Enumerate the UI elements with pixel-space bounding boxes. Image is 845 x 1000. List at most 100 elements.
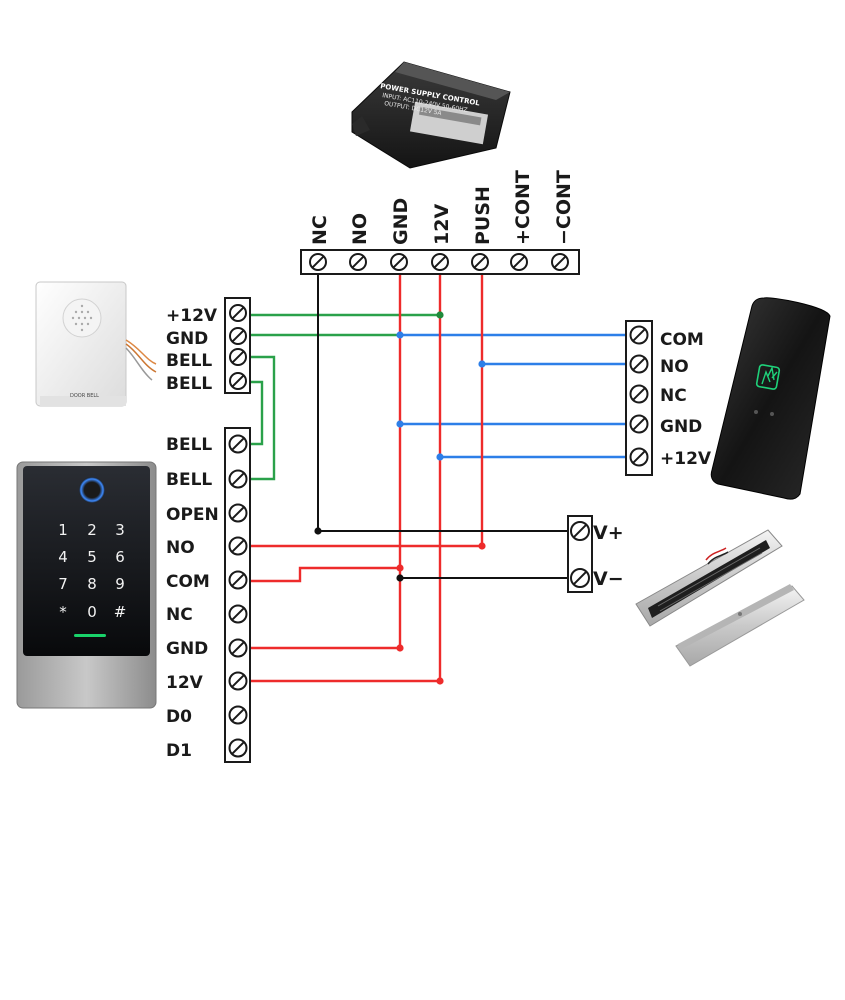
exit-label-no: NO — [660, 357, 689, 377]
wire-psu-nc-to-lock — [317, 272, 568, 532]
screw-terminal-icon — [431, 253, 449, 271]
bell-label-bell-1: BELL — [166, 351, 212, 371]
screw-terminal-icon — [229, 327, 247, 345]
screw-terminal-icon — [471, 253, 489, 271]
kp-label-open: OPEN — [166, 505, 219, 525]
screw-terminal-icon — [228, 671, 248, 691]
psu-terminal-labels: NC NO GND 12V PUSH +CONT −CONT — [309, 170, 575, 245]
screw-terminal-icon — [629, 354, 649, 374]
screw-terminal-icon — [570, 568, 590, 588]
speaker-grille-icon — [62, 298, 102, 338]
node-blue — [436, 453, 444, 461]
keypad-terminal-labels: BELL BELL OPEN NO COM NC GND 12V D0 D1 — [166, 435, 219, 761]
keypad-key: 2 — [87, 521, 97, 539]
kp-label-bell-1: BELL — [166, 435, 212, 455]
doorbell-device: DOOR BELL — [35, 281, 157, 407]
exit-button-device — [710, 297, 831, 500]
node-blue — [478, 360, 486, 368]
psu-label-nc: NC — [309, 215, 331, 245]
node-black — [314, 527, 322, 535]
junction-nodes — [314, 311, 486, 685]
screw-terminal-icon — [228, 638, 248, 658]
screw-terminal-icon — [629, 384, 649, 404]
screw-terminal-icon — [228, 738, 248, 758]
keypad-key: 9 — [115, 575, 125, 593]
psu-terminal-block — [409, 101, 489, 145]
keypad-key: 8 — [87, 575, 97, 593]
screw-terminal-icon — [229, 348, 247, 366]
kp-label-com: COM — [166, 572, 210, 592]
fingerprint-sensor-icon — [79, 477, 105, 503]
screw-terminal-icon — [228, 705, 248, 725]
keypad-key: # — [114, 603, 127, 621]
kp-label-12v: 12V — [166, 673, 204, 693]
screw-terminal-icon — [349, 253, 367, 271]
psu-label-gnd: GND — [390, 198, 412, 245]
screw-terminal-icon — [228, 503, 248, 523]
kp-label-d0: D0 — [166, 707, 192, 727]
exit-label-12v: +12V — [660, 449, 712, 469]
psu-label-12v: 12V — [431, 204, 453, 245]
exit-label-gnd: GND — [660, 417, 702, 437]
screw-terminal-icon — [229, 372, 247, 390]
keypad-key: 0 — [87, 603, 97, 621]
keypad-key: 1 — [58, 521, 68, 539]
lock-label-vminus: V− — [593, 568, 624, 590]
exit-label-com: COM — [660, 330, 704, 350]
keypad-key: * — [59, 603, 67, 621]
kp-label-nc: NC — [166, 605, 193, 625]
node-red — [436, 677, 444, 685]
keypad-led-icon — [74, 634, 106, 637]
screw-terminal-icon — [510, 253, 528, 271]
wires — [250, 272, 626, 683]
terminal-screws — [228, 253, 649, 758]
node-blue — [396, 331, 404, 339]
bell-label-bell-2: BELL — [166, 374, 212, 394]
maglock-terminal-labels: V+ V− — [593, 522, 624, 590]
exit-button-terminal-labels: COM NO NC GND +12V — [660, 330, 712, 469]
psu-label-plus-cont: +CONT — [512, 170, 534, 245]
screw-terminal-icon — [229, 304, 247, 322]
screw-terminal-icon — [629, 325, 649, 345]
wire-bell-loop-2 — [250, 380, 264, 446]
keypad-key: 3 — [115, 521, 125, 539]
node-red — [478, 542, 486, 550]
maglock-device — [635, 529, 805, 667]
node-blue — [396, 420, 404, 428]
psu-label-no: NO — [349, 213, 371, 245]
screw-terminal-icon — [570, 521, 590, 541]
screw-terminal-icon — [309, 253, 327, 271]
screw-terminal-icon — [551, 253, 569, 271]
hand-icon — [755, 364, 781, 390]
wire-kp-com — [250, 566, 400, 583]
doorbell-brand-text: DOOR BELL — [70, 393, 99, 399]
keypad-key: 7 — [58, 575, 68, 593]
screw-terminal-icon — [228, 536, 248, 556]
screw-terminal-icon — [390, 253, 408, 271]
kp-label-bell-2: BELL — [166, 470, 212, 490]
node-red — [396, 564, 404, 572]
screw-terminal-icon — [228, 469, 248, 489]
node-green — [436, 311, 444, 319]
exit-label-nc: NC — [660, 386, 687, 406]
screw-terminal-icon — [629, 447, 649, 467]
bell-label-12v: +12V — [166, 306, 218, 326]
screw-terminal-icon — [228, 570, 248, 590]
psu-label-minus-cont: −CONT — [553, 170, 575, 245]
doorbell-terminal-labels: +12V GND BELL BELL — [166, 306, 218, 394]
lock-label-vplus: V+ — [593, 522, 624, 544]
node-red — [396, 644, 404, 652]
screw-terminal-icon — [228, 604, 248, 624]
node-black — [396, 574, 404, 582]
power-supply-device: POWER SUPPLY CONTROL INPUT: AC110-240V 5… — [351, 61, 511, 169]
keypad-key: 4 — [58, 548, 68, 566]
kp-label-d1: D1 — [166, 741, 192, 761]
screw-terminal-icon — [228, 434, 248, 454]
kp-label-no: NO — [166, 538, 195, 558]
kp-label-gnd: GND — [166, 639, 208, 659]
wire-bell-loop-1 — [250, 355, 276, 481]
keypad-key: 5 — [87, 548, 97, 566]
psu-label-push: PUSH — [472, 186, 494, 245]
